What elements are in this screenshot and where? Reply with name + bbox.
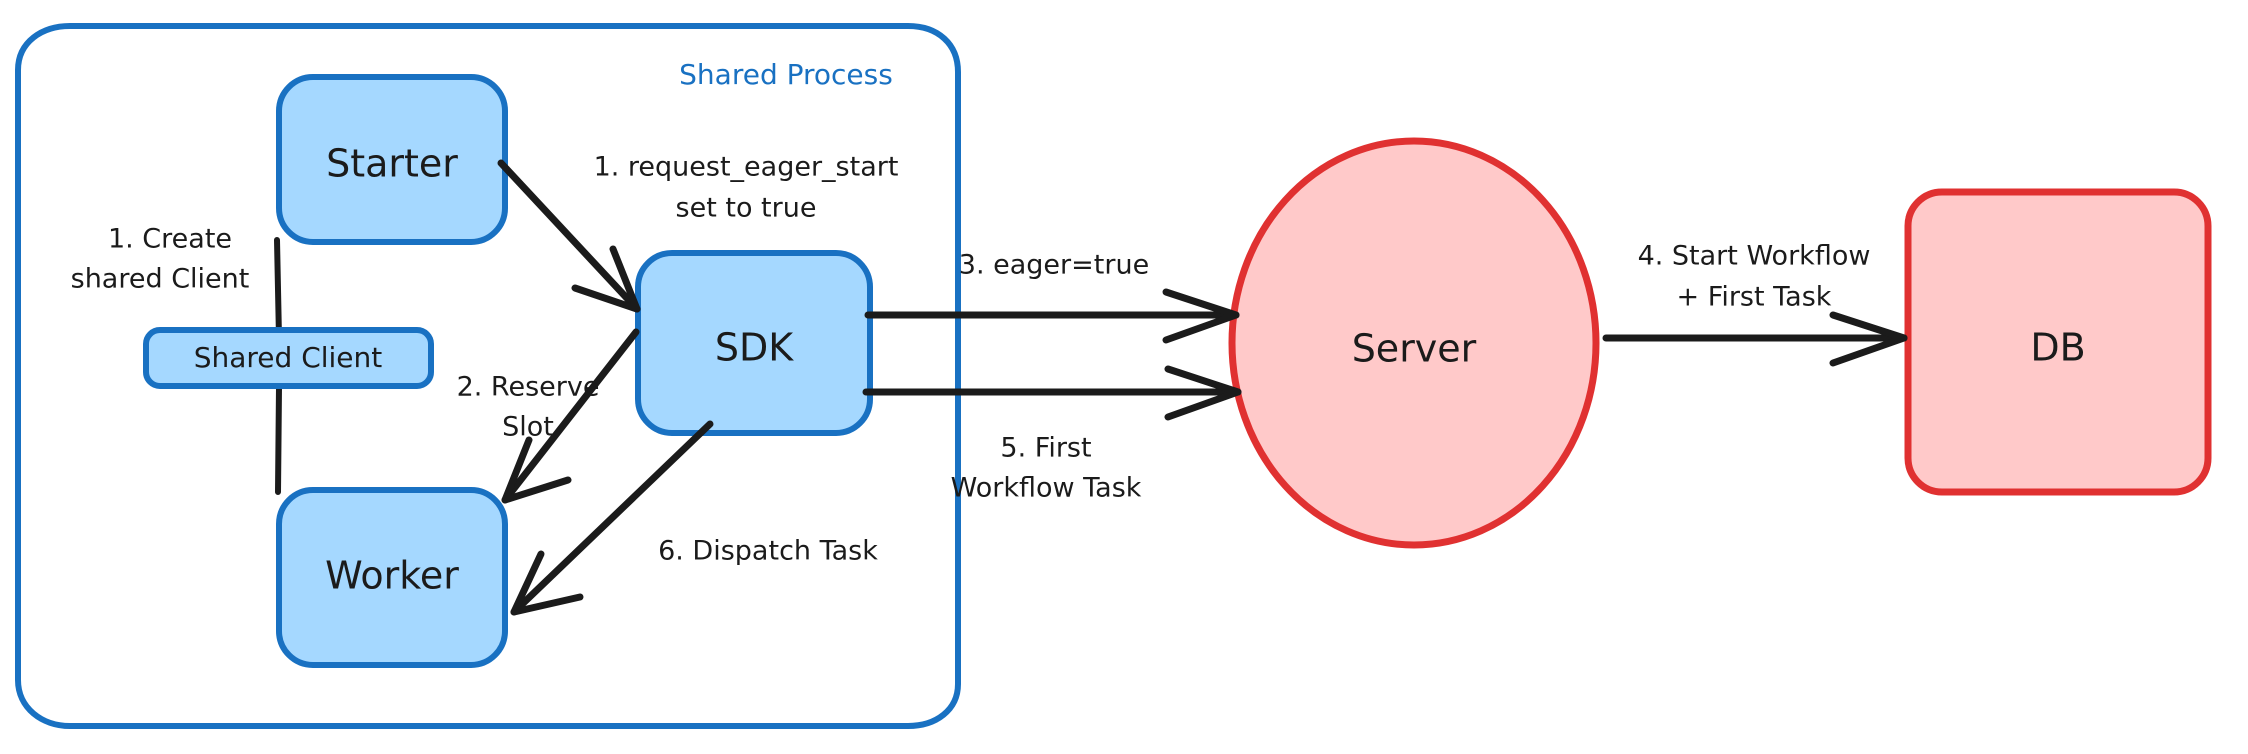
worker-box[interactable] [276, 487, 508, 668]
node-sdk[interactable]: SDK [635, 250, 873, 436]
edge-label-create-shared-client: 1. Create shared Client [71, 224, 250, 295]
edge-1-arrowhead [571, 245, 641, 313]
edge-4-arrowhead [1829, 311, 1908, 367]
edge-1-line [497, 159, 641, 313]
first-workflow-task-line1: 5. First [1000, 433, 1091, 464]
edge-sdk-to-worker-dispatch [510, 420, 714, 616]
shared-client-label: Shared Client [194, 341, 383, 374]
edge-sdk-to-server-first-task [862, 365, 1242, 421]
node-starter[interactable]: Starter [276, 74, 508, 245]
sdk-label: SDK [715, 326, 794, 370]
create-shared-client-line2: shared Client [71, 264, 250, 295]
edge-5-arrowhead [1164, 365, 1242, 421]
db-box[interactable] [1904, 188, 2212, 496]
edge-sdk-to-server-eager [864, 288, 1240, 344]
sdk-box[interactable] [635, 250, 873, 436]
edge-2-line [501, 328, 640, 504]
reserve-slot-line1: 2. Reserve [457, 372, 600, 403]
edge-label-request-eager-start: 1. request_eager_start set to true [594, 152, 899, 224]
edge-3-arrowhead [1162, 288, 1240, 344]
shared-process-container: Shared Process [15, 23, 961, 729]
starter-box[interactable] [276, 74, 508, 245]
edge-label-dispatch-task: 6. Dispatch Task [658, 536, 878, 567]
first-workflow-task-line2: Workflow Task [951, 473, 1142, 504]
create-shared-client-line1: 1. Create [108, 224, 232, 255]
edge-label-eager-true: 3. eager=true [959, 250, 1149, 281]
shared-process-border [15, 23, 961, 729]
shared-process-label: Shared Process [679, 58, 893, 91]
server-ellipse[interactable] [1228, 137, 1600, 549]
edge-label-start-workflow: 4. Start Workflow + First Task [1638, 241, 1871, 313]
server-label: Server [1352, 327, 1477, 371]
starter-shared-client-worker-connector [274, 237, 282, 495]
eager-true-label: 3. eager=true [959, 250, 1149, 281]
request-eager-start-line1: 1. request_eager_start [594, 152, 899, 183]
request-eager-start-line2: set to true [676, 193, 817, 224]
worker-label: Worker [325, 554, 459, 598]
shared-client-box[interactable] [143, 327, 434, 389]
edge-server-to-db [1602, 311, 1908, 367]
starter-label: Starter [326, 142, 458, 186]
db-label: DB [2030, 326, 2085, 370]
shared-client-to-worker-line [275, 384, 282, 495]
edge-sdk-to-worker [501, 328, 640, 504]
start-workflow-line2: + First Task [1677, 282, 1832, 313]
dispatch-task-label: 6. Dispatch Task [658, 536, 878, 567]
edge-2-arrowhead [501, 436, 572, 504]
edge-starter-to-sdk [497, 159, 641, 313]
node-server[interactable]: Server [1228, 137, 1600, 549]
start-workflow-line1: 4. Start Workflow [1638, 241, 1871, 272]
starter-to-shared-client-line [274, 237, 282, 341]
edge-6-arrowhead [510, 550, 584, 616]
node-shared-client[interactable]: Shared Client [143, 327, 434, 389]
node-worker[interactable]: Worker [276, 487, 508, 668]
edge-label-reserve-slot: 2. Reserve Slot [457, 372, 600, 443]
edge-label-first-workflow-task: 5. First Workflow Task [951, 433, 1142, 504]
node-db[interactable]: DB [1904, 188, 2212, 496]
reserve-slot-line2: Slot [502, 412, 554, 443]
edge-6-line [510, 420, 714, 616]
